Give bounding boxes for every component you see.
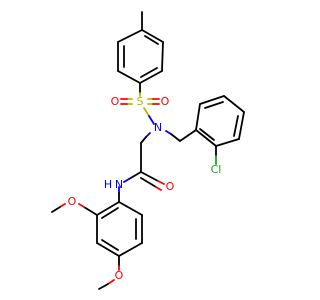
amide-carbon-nitrogen-bond bbox=[128, 171, 142, 180]
methoxy-oxygen-lower-label: O bbox=[115, 269, 124, 282]
ring-bond bbox=[139, 70, 163, 84]
amide-group bbox=[118, 171, 165, 203]
molecule-structure: S O O N Cl O N H O O bbox=[51, 11, 245, 290]
ring-bond bbox=[118, 242, 143, 257]
carbonyl-double-bond bbox=[140, 171, 159, 182]
ring-double-bond bbox=[204, 101, 224, 109]
carbonyl-double-bond-o bbox=[157, 180, 165, 185]
sulfonamide-nitrogen-label: N bbox=[154, 121, 162, 134]
sulfonyl-group bbox=[120, 82, 160, 125]
carbonyl-double-bond bbox=[140, 177, 157, 188]
ring-bond bbox=[118, 201, 143, 216]
methoxy-methyl-bond-o bbox=[59, 203, 66, 208]
nitrogen-ch2-bond bbox=[140, 136, 147, 144]
aryl-methoxy-bond-o bbox=[78, 203, 85, 208]
sulfur-nitrogen-bond bbox=[143, 107, 150, 117]
nitrogen-benzyl-bond bbox=[170, 133, 181, 142]
amide-nitrogen-label: N bbox=[115, 178, 123, 191]
methoxy-methyl-bond bbox=[51, 206, 61, 213]
tolyl-ring bbox=[117, 11, 164, 84]
ring-bond bbox=[195, 129, 217, 147]
ring-double-bond bbox=[101, 207, 119, 219]
sulfonyl-oxygen-left-label: O bbox=[111, 95, 120, 108]
sulfur-nitrogen-bond-n bbox=[148, 115, 155, 125]
chlorobenzyl-ring bbox=[195, 95, 245, 165]
ring-bond bbox=[117, 29, 143, 43]
ring-bond bbox=[96, 242, 120, 257]
ring-bond bbox=[215, 138, 240, 147]
ring-bond bbox=[96, 201, 120, 216]
ring-bond bbox=[199, 95, 225, 105]
ring-bond bbox=[117, 70, 141, 84]
atom-labels: S O O N Cl O N H O O bbox=[68, 95, 222, 282]
dimethoxyphenyl-ring bbox=[96, 201, 143, 257]
ring-bond bbox=[223, 95, 245, 113]
ring-bond bbox=[161, 41, 164, 72]
carbonyl-double-bond-o bbox=[155, 186, 162, 191]
aryl-methoxy-bond bbox=[83, 206, 98, 216]
methoxy-groups bbox=[51, 203, 120, 290]
carbonyl-oxygen-label: O bbox=[166, 180, 175, 193]
ring-double-bond bbox=[144, 35, 159, 45]
amide-carbon-nitrogen-bond-n bbox=[123, 178, 130, 183]
ring-bond bbox=[141, 29, 164, 43]
chlorine-label: Cl bbox=[211, 163, 222, 176]
ring-double-bond bbox=[199, 128, 215, 141]
molecule-canvas: S O O N Cl O N H O O bbox=[51, 11, 245, 290]
nitrogen-substituents bbox=[140, 129, 197, 173]
nitrogen-ch2-bond-n bbox=[145, 132, 151, 138]
methoxy-methyl-bond bbox=[98, 283, 109, 290]
ring-double-bond bbox=[101, 239, 119, 251]
methoxy-oxygen-upper-label: O bbox=[68, 195, 77, 208]
benzyl-bond bbox=[179, 129, 197, 142]
ring-double-bond bbox=[140, 67, 158, 78]
ring-bond bbox=[238, 111, 245, 140]
methoxy-methyl-bond-o bbox=[107, 279, 115, 285]
nitrogen-benzyl-bond-n bbox=[165, 130, 172, 135]
ring-double-bond bbox=[233, 115, 239, 137]
sulfur-label: S bbox=[137, 95, 144, 108]
sulfonyl-oxygen-right-label: O bbox=[161, 95, 170, 108]
amide-hydrogen-label: H bbox=[104, 178, 112, 191]
ring-bond bbox=[195, 103, 201, 131]
